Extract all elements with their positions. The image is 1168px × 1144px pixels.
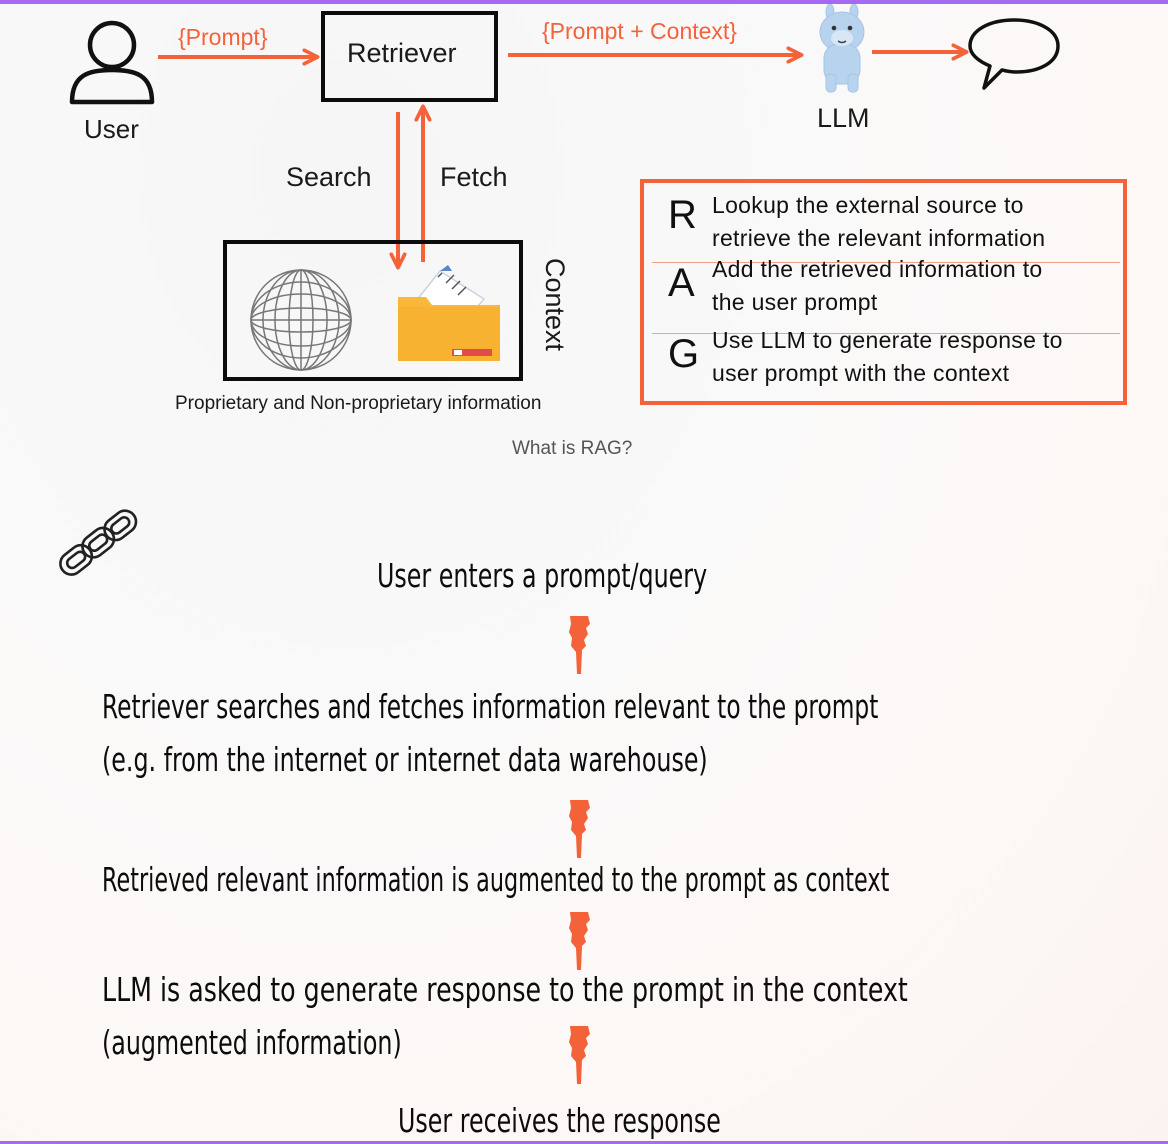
context-box <box>223 240 523 381</box>
user-label: User <box>84 114 139 144</box>
rag-line: Lookup the external source to <box>712 192 1024 218</box>
rag-line: retrieve the relevant information <box>712 225 1046 251</box>
step-1: User enters a prompt/query <box>377 556 708 595</box>
rag-description: Lookup the external source to retrieve t… <box>712 189 1045 255</box>
rag-row-a: A Add the retrieved information to the u… <box>652 256 1120 329</box>
step-3: Retrieved relevant information is augmen… <box>102 860 890 899</box>
pointing-hand-icon <box>569 800 590 858</box>
pointing-hand-icon <box>569 1026 590 1084</box>
search-label: Search <box>286 162 372 192</box>
rag-row-r: R Lookup the external source to retrieve… <box>652 187 1120 253</box>
rag-description: Add the retrieved information to the use… <box>712 253 1043 319</box>
rag-letter: A <box>668 261 695 305</box>
globe-icon <box>250 269 352 371</box>
folder-icon <box>398 265 500 361</box>
pointing-hand-icon <box>569 912 590 970</box>
rag-line: user prompt with the context <box>712 360 1010 386</box>
prompt-context-plus: + <box>630 18 644 44</box>
rag-definition-box: R Lookup the external source to retrieve… <box>640 179 1127 405</box>
llama-icon <box>819 4 865 93</box>
chain-link-icon <box>59 509 138 576</box>
rag-letter: G <box>668 332 700 376</box>
retriever-box <box>321 11 498 102</box>
llm-label: LLM <box>817 103 870 133</box>
retriever-label: Retriever <box>347 38 457 68</box>
pointing-hand-icon <box>569 616 590 674</box>
context-label: Context <box>540 258 570 352</box>
fetch-label: Fetch <box>440 162 508 192</box>
rag-description: Use LLM to generate response to user pro… <box>712 324 1063 390</box>
prompt-context-left: {Prompt <box>542 18 631 44</box>
rag-line: the user prompt <box>712 289 878 315</box>
prompt-context-label: {Prompt + Context} <box>542 18 737 45</box>
prompt-context-right: Context} <box>643 18 737 44</box>
speech-bubble-icon <box>968 18 1060 90</box>
rag-line: Add the retrieved information to <box>712 256 1043 282</box>
step-2-line-2: (e.g. from the internet or internet data… <box>102 740 708 779</box>
step-4-line-2: (augmented information) <box>102 1023 402 1062</box>
step-2-line-1: Retriever searches and fetches informati… <box>102 687 879 726</box>
step-4-line-1: LLM is asked to generate response to the… <box>102 970 908 1009</box>
rag-line: Use LLM to generate response to <box>712 327 1063 353</box>
prompt-arrow-label: {Prompt} <box>178 24 268 50</box>
figure-caption: What is RAG? <box>512 438 633 459</box>
rag-letter: R <box>668 193 697 237</box>
info-caption: Proprietary and Non-proprietary informat… <box>175 393 542 414</box>
step-5: User receives the response <box>398 1101 721 1140</box>
user-icon <box>69 20 155 105</box>
rag-row-g: G Use LLM to generate response to user p… <box>652 327 1120 400</box>
